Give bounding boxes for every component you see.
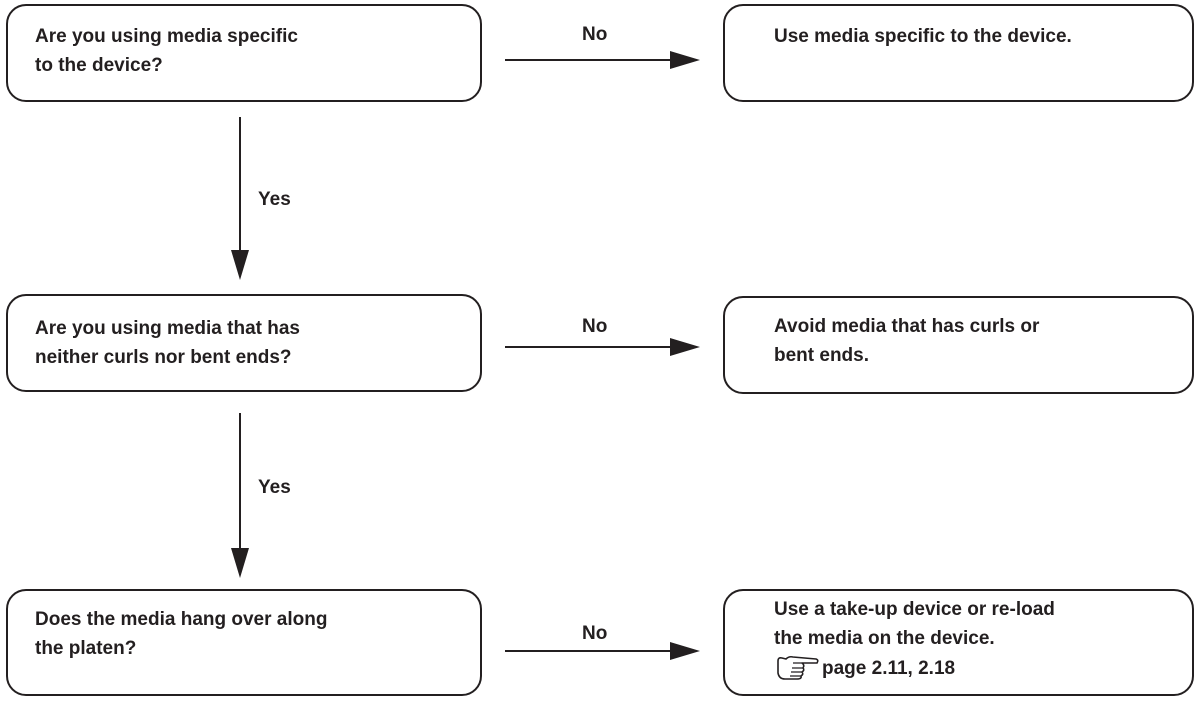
label-no-3: No	[582, 623, 608, 644]
answer-2-line-1: Avoid media that has curls or	[774, 316, 1040, 337]
arrow-no-3	[505, 642, 700, 660]
question-3-line-2: the platen?	[35, 638, 137, 659]
question-box-3	[6, 589, 482, 696]
question-2-line-1: Are you using media that has	[35, 318, 300, 339]
question-box-2	[6, 294, 482, 392]
page-reference: page 2.11, 2.18	[822, 658, 956, 679]
answer-1-line-1: Use media specific to the device.	[774, 26, 1072, 47]
pointing-hand-icon	[776, 655, 820, 686]
arrow-yes-1	[231, 117, 249, 280]
question-2-line-2: neither curls nor bent ends?	[35, 347, 292, 368]
question-box-1	[6, 4, 482, 102]
label-no-2: No	[582, 316, 608, 337]
answer-3-line-2: the media on the device.	[774, 628, 995, 649]
answer-2-line-2: bent ends.	[774, 345, 870, 366]
question-1-line-1: Are you using media specific	[35, 26, 298, 47]
question-3-line-1: Does the media hang over along	[35, 609, 328, 630]
answer-box-2	[723, 296, 1194, 394]
question-1-line-2: to the device?	[35, 55, 163, 76]
arrow-no-1	[505, 51, 700, 69]
label-yes-2: Yes	[258, 477, 291, 498]
answer-3-line-1: Use a take-up device or re-load	[774, 599, 1055, 620]
answer-box-1	[723, 4, 1194, 102]
arrow-yes-2	[231, 413, 249, 578]
label-yes-1: Yes	[258, 189, 291, 210]
arrow-no-2	[505, 338, 700, 356]
label-no-1: No	[582, 24, 608, 45]
